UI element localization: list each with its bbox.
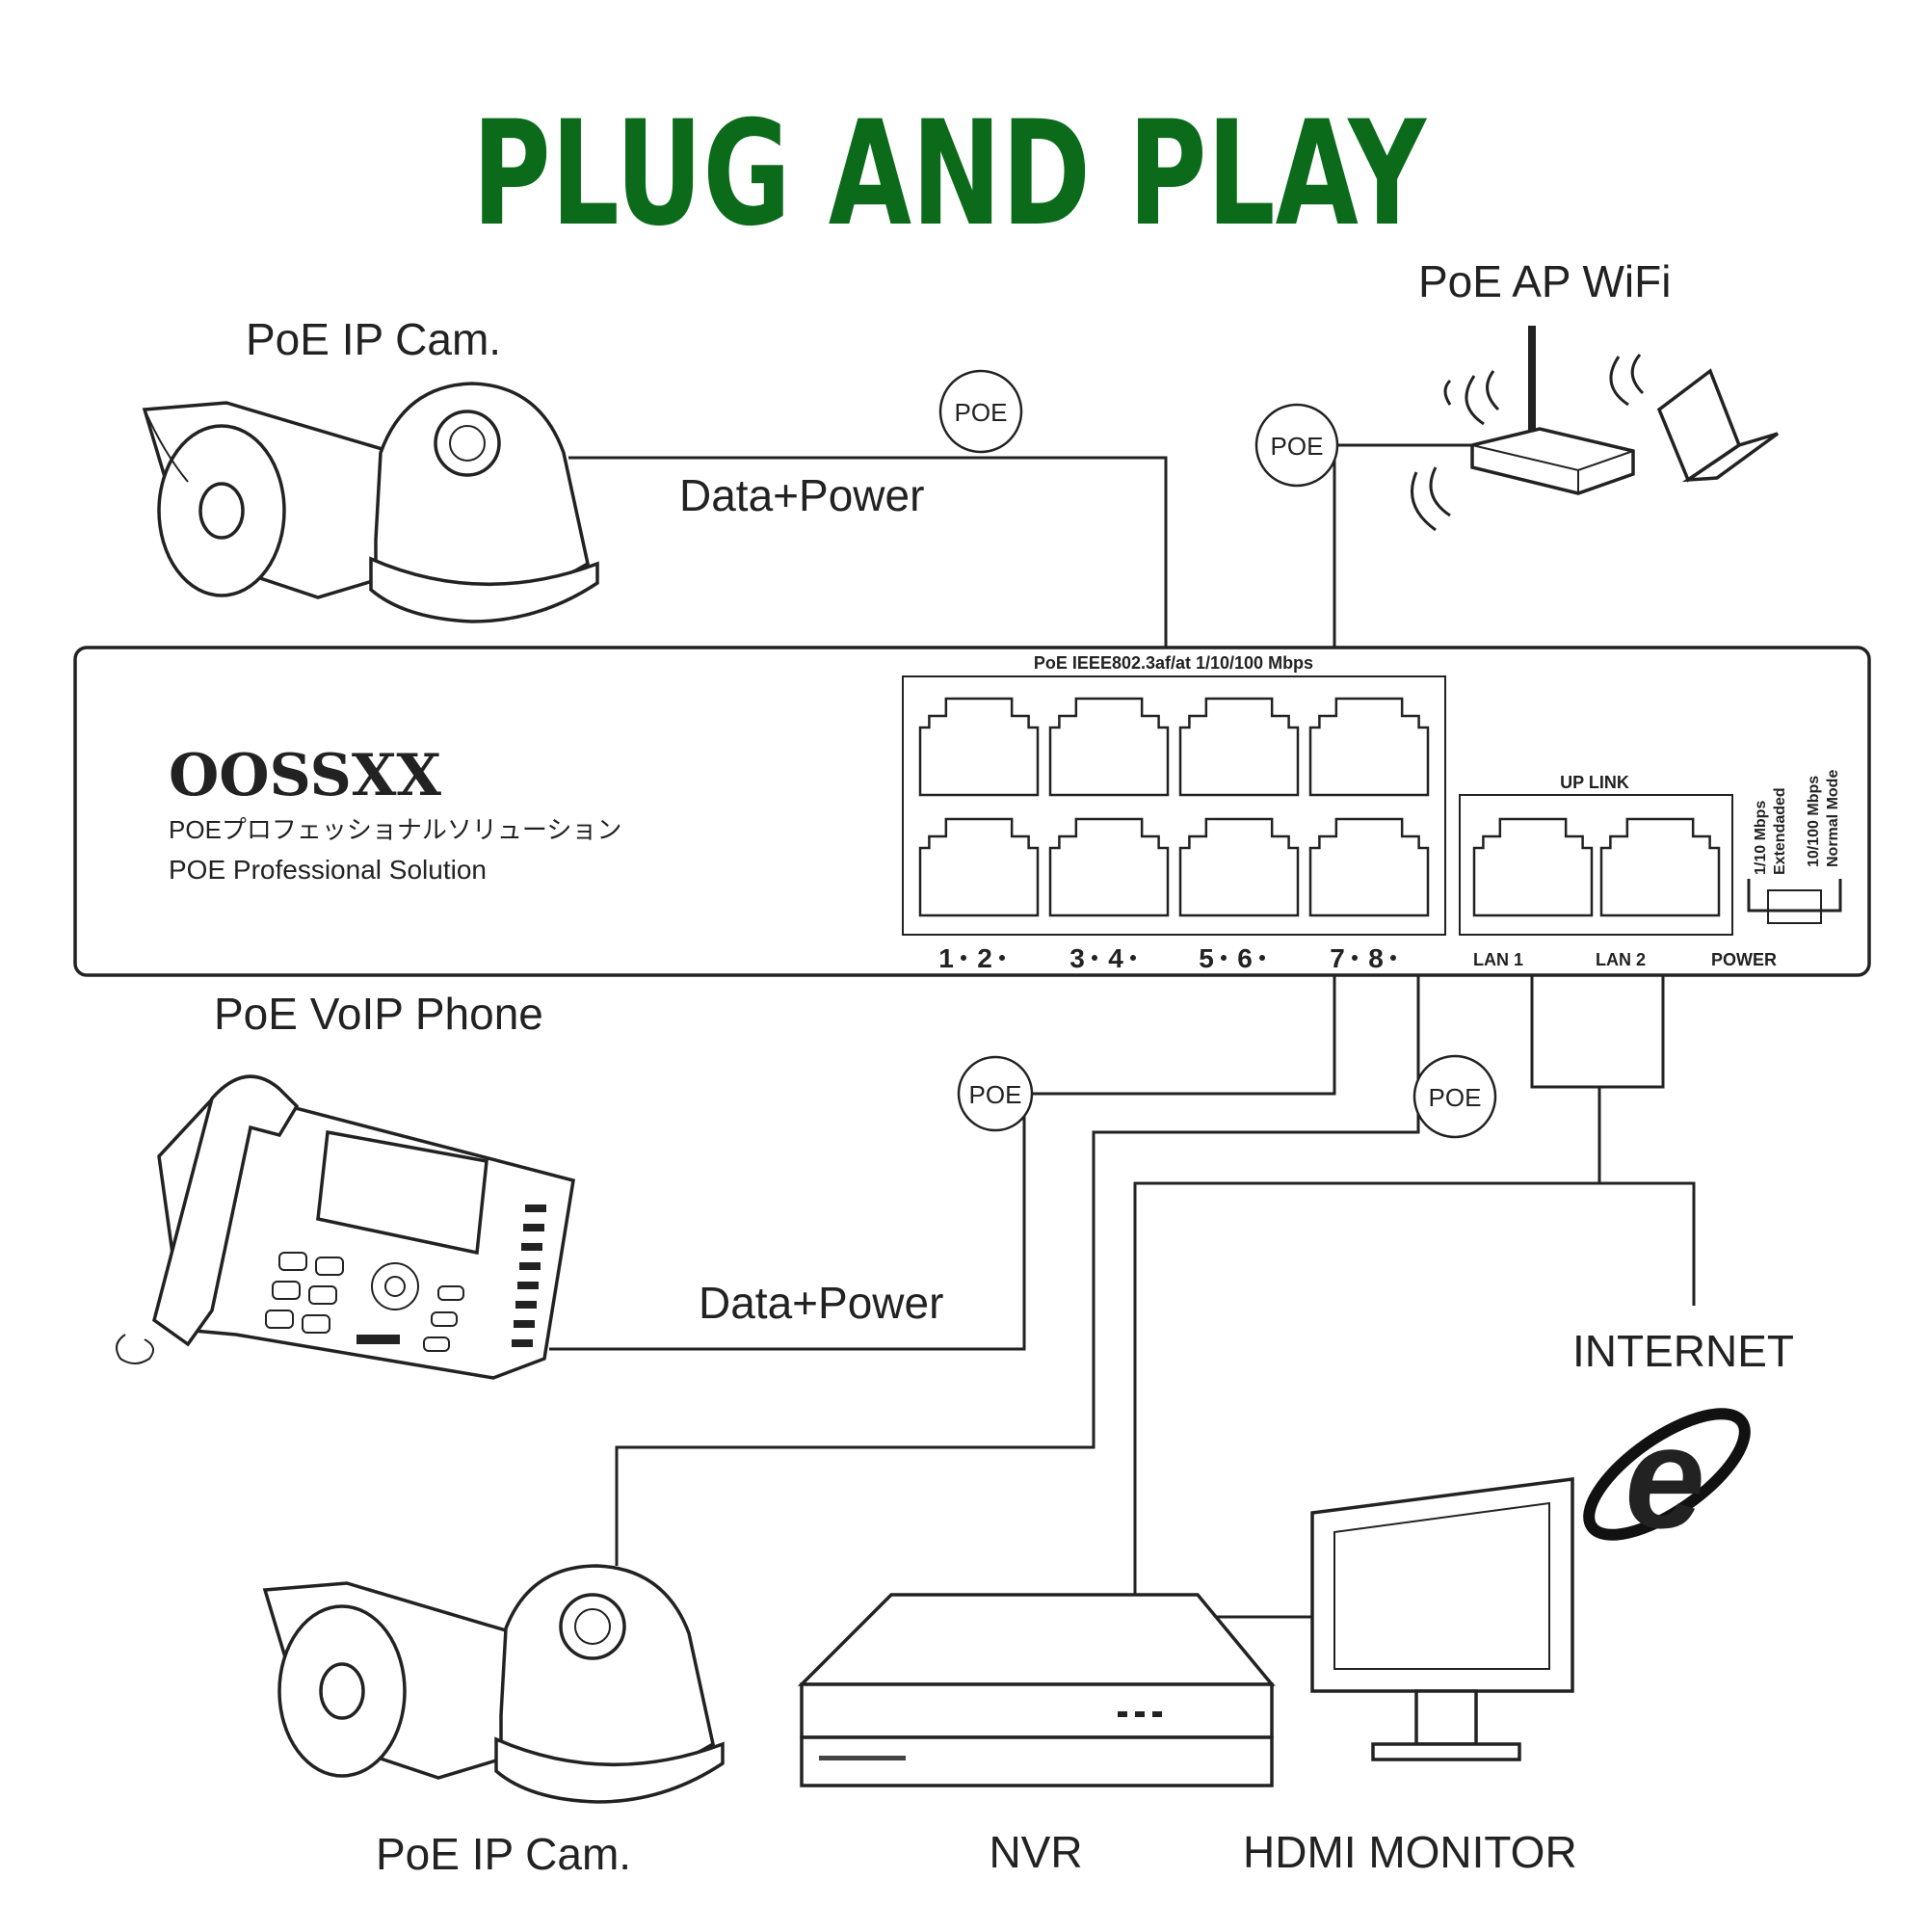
poe-ports bbox=[918, 697, 1430, 917]
poe-port-6 bbox=[1178, 817, 1300, 917]
port-number-3: 3 bbox=[1069, 943, 1085, 973]
poe-port-8 bbox=[1308, 817, 1430, 917]
internet-link bbox=[1133, 1181, 1696, 1595]
port-number-5: 5 bbox=[1199, 943, 1214, 973]
port-number-6: 6 bbox=[1237, 943, 1253, 973]
port-led bbox=[1390, 955, 1396, 961]
lan2-port bbox=[1599, 817, 1721, 917]
svg-text:e: e bbox=[1624, 1396, 1704, 1558]
port-led bbox=[999, 955, 1005, 961]
ip-camera-top-icon bbox=[142, 382, 599, 623]
switch-standard-label: PoE IEEE802.3af/at 1/10/100 Mbps bbox=[1034, 653, 1313, 673]
ip-camera-top-label: PoE IP Cam. bbox=[246, 314, 501, 364]
svg-text:1/10 Mbps: 1/10 Mbps bbox=[1753, 801, 1769, 875]
svg-text:Normal Mode: Normal Mode bbox=[1825, 770, 1841, 867]
phone-side-buttons bbox=[512, 1204, 546, 1347]
svg-text:10/100 Mbps: 10/100 Mbps bbox=[1806, 776, 1822, 867]
poe-port-3 bbox=[1048, 697, 1170, 797]
poe-badge: POE bbox=[1254, 403, 1339, 488]
switch-subtitle-en: POE Professional Solution bbox=[169, 855, 487, 885]
connection-lines bbox=[549, 443, 1696, 1619]
poe-port-group bbox=[902, 675, 1446, 936]
port-number-4: 4 bbox=[1108, 943, 1123, 973]
poe-badge: POE bbox=[938, 369, 1023, 454]
poe-badges: POE POE POE POE bbox=[938, 369, 1497, 1139]
uplink-port-group bbox=[1459, 794, 1733, 936]
port-led bbox=[1130, 955, 1136, 961]
nvr-icon bbox=[797, 1593, 1276, 1787]
port-number-2: 2 bbox=[977, 943, 992, 973]
port-number-1: 1 bbox=[938, 943, 954, 973]
poe-port-1 bbox=[918, 697, 1040, 797]
ip-camera-bottom-icon bbox=[262, 1564, 725, 1804]
diagram-title: PLUG AND PLAY bbox=[472, 91, 1428, 258]
lan1-label: LAN 1 bbox=[1473, 950, 1523, 969]
port-led bbox=[1352, 955, 1358, 961]
switch-subtitle-jp: POEプロフェッショナルソリューション bbox=[169, 815, 621, 844]
internet-label: INTERNET bbox=[1572, 1326, 1794, 1376]
data-power-label-top: Data+Power bbox=[679, 470, 924, 520]
svg-text:Extendaded: Extendaded bbox=[1772, 787, 1788, 875]
ip-camera-bottom-label: PoE IP Cam. bbox=[376, 1829, 631, 1879]
poe-badge: POE bbox=[1412, 1054, 1497, 1139]
poe-switch: OOSSXX POEプロフェッショナルソリューション POE Professio… bbox=[73, 646, 1871, 977]
internet-explorer-icon: e bbox=[1583, 1396, 1751, 1558]
poe-port-4 bbox=[1048, 817, 1170, 917]
poe-badge: POE bbox=[957, 1055, 1034, 1132]
data-power-label-bottom: Data+Power bbox=[699, 1278, 943, 1328]
switch-brand: OOSSXX bbox=[169, 742, 441, 809]
lan-uplink bbox=[1530, 975, 1665, 1089]
port-led bbox=[1092, 955, 1097, 961]
port-number-8: 8 bbox=[1368, 943, 1384, 973]
switch-chassis bbox=[73, 646, 1871, 977]
laptop-icon bbox=[1656, 368, 1780, 483]
voip-phone-icon bbox=[116, 1074, 575, 1380]
port-led bbox=[1259, 955, 1265, 961]
port-led bbox=[961, 955, 966, 961]
poe-port-2 bbox=[918, 817, 1040, 917]
voip-phone-label: PoE VoIP Phone bbox=[214, 989, 543, 1039]
poe-port-5 bbox=[1178, 697, 1300, 797]
cam-top-link bbox=[568, 456, 1168, 648]
svg-text:POE: POE bbox=[1429, 1083, 1482, 1112]
uplink-label: UP LINK bbox=[1560, 773, 1629, 792]
hdmi-monitor-icon bbox=[1310, 1477, 1574, 1761]
ap-label: PoE AP WiFi bbox=[1418, 256, 1671, 306]
lan1-port bbox=[1472, 817, 1594, 917]
uplink-ports bbox=[1472, 817, 1721, 917]
svg-text:POE: POE bbox=[955, 398, 1008, 427]
svg-text:POE: POE bbox=[969, 1080, 1022, 1109]
hdmi-monitor-label: HDMI MONITOR bbox=[1243, 1827, 1577, 1877]
wifi-access-point-icon bbox=[1411, 326, 1645, 532]
port-led bbox=[1221, 955, 1227, 961]
mode-switch: 1/10 Mbps Extendaded 10/100 Mbps Normal … bbox=[1747, 770, 1842, 924]
svg-text:POE: POE bbox=[1271, 432, 1324, 461]
poe-port-7 bbox=[1308, 697, 1430, 797]
port-number-7: 7 bbox=[1330, 943, 1345, 973]
ap-link bbox=[1333, 443, 1472, 648]
lan2-label: LAN 2 bbox=[1596, 950, 1646, 969]
nvr-label: NVR bbox=[989, 1827, 1082, 1877]
power-label: POWER bbox=[1711, 950, 1777, 969]
